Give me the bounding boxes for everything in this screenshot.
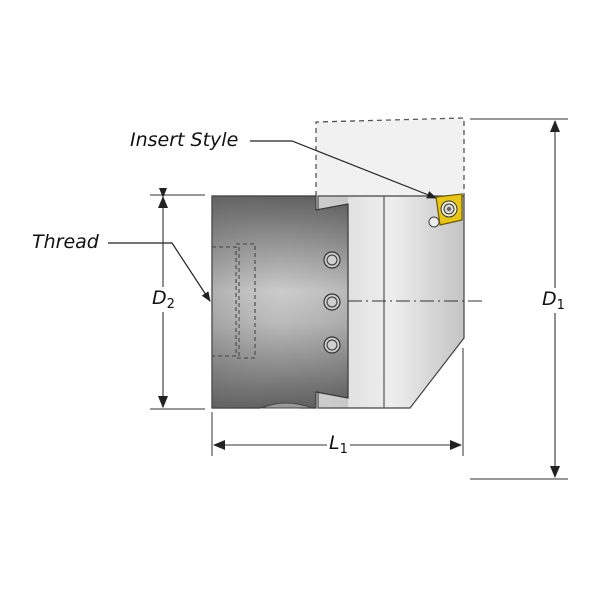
thread-label: Thread	[32, 231, 99, 253]
d1-subscript: 1	[556, 298, 565, 313]
d1-label: D1	[540, 288, 567, 313]
l1-subscript: 1	[339, 442, 348, 457]
l1-label: L1	[327, 432, 350, 457]
thread-leader	[108, 242, 211, 302]
insert	[428, 193, 463, 228]
thread-bore-hidden	[212, 246, 237, 357]
insert-style-label: Insert Style	[130, 129, 239, 151]
adjust-screw-bottom	[323, 336, 341, 354]
d1-symbol: D	[542, 288, 557, 310]
insert-style-leader	[250, 140, 437, 199]
l1-symbol: L	[329, 432, 340, 454]
adjust-screw-top	[323, 251, 341, 269]
d2-subscript: 2	[166, 297, 175, 312]
adjust-screw-middle	[323, 293, 341, 311]
shank-bottom-notch	[261, 402, 313, 409]
d2-label: D2	[150, 287, 177, 312]
phantom-bar-outline	[315, 117, 465, 196]
d2-symbol: D	[152, 287, 167, 309]
